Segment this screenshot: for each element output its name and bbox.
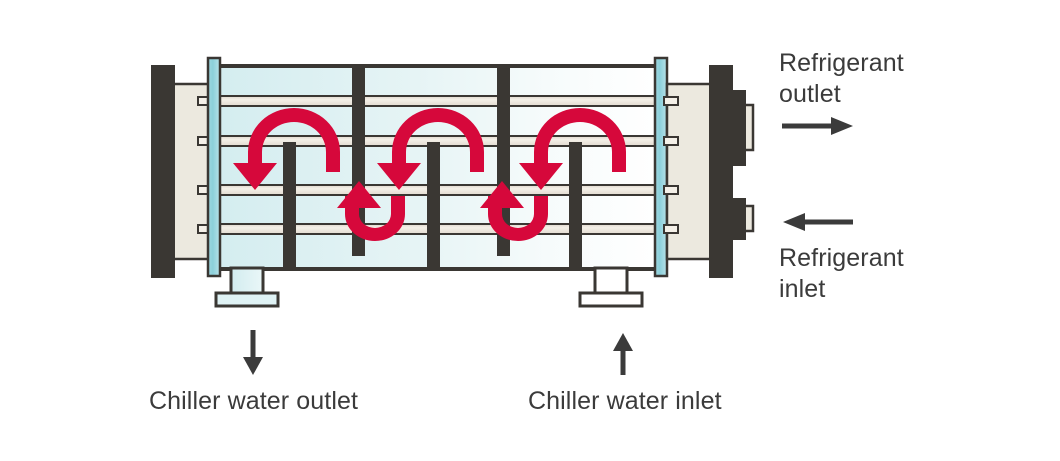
flow-arrow-arch [519,108,626,190]
left-tube-sheet [206,56,222,278]
nozzle-flange [578,291,644,308]
refrigerant-inlet-label: Refrigerant inlet [779,244,904,303]
chiller-water-inlet-nozzle [578,266,644,308]
right-head-tube-stubs [663,96,679,234]
nozzle-neck [229,266,265,297]
chiller-water-inlet-label: Chiller water inlet [528,387,722,415]
right-tube-sheet [653,56,669,278]
chiller-water-outlet-nozzle [214,266,280,308]
refrigerant-outlet-arrow-icon [782,117,853,135]
flow-arrow-arch [377,108,484,190]
chiller-water-inlet-arrow-icon [613,333,633,375]
flow-arrows-lower [337,181,548,241]
tube-stub [663,136,679,146]
left-head-flange [151,65,175,278]
nozzle-neck [593,266,629,297]
flow-arrow-u [480,181,548,241]
chiller-water-outlet-arrow-icon [243,330,263,375]
chiller-water-outlet-label: Chiller water outlet [149,387,359,415]
baffle-bottom [283,142,296,269]
tube-row [218,95,657,107]
right-head-flange [709,65,733,278]
baffles-bottom [283,142,582,269]
tube-stub [663,185,679,195]
tube-sheets [206,56,669,278]
tube-stub [663,96,679,106]
baffle-bottom [427,142,440,269]
refrigerant-outlet-label: Refrigerant outlet [779,49,904,108]
nozzle-flange [214,291,280,308]
baffle-bottom [569,142,582,269]
refrigerant-inlet-arrow-icon [783,213,853,231]
refrigerant-nozzles [728,90,755,240]
flow-arrow-arch [233,108,340,190]
flow-arrows-upper [233,108,626,190]
refrigerant-outlet-nozzle-flange [728,90,746,166]
tube-stub [663,224,679,234]
refrigerant-inlet-nozzle-flange [728,198,746,240]
flow-arrow-u [337,181,405,241]
